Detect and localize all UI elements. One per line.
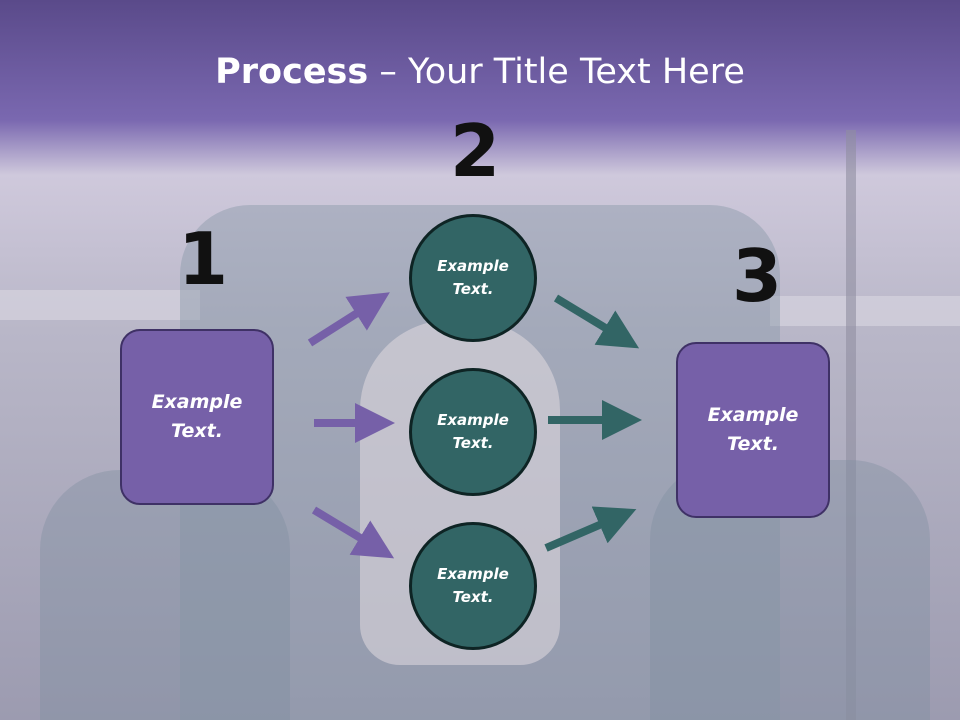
- arrow-bottom-to-right: [544, 506, 637, 552]
- process-circle-bottom: Example Text.: [409, 522, 537, 650]
- title-rest: – Your Title Text Here: [368, 52, 745, 92]
- process-circle-top-label: Example Text.: [437, 257, 509, 298]
- step-number-1: 1: [178, 217, 229, 301]
- step-number-3: 3: [732, 234, 783, 318]
- background-wall-trim-left: [0, 290, 200, 320]
- input-box-label: Example Text.: [151, 391, 243, 442]
- step-number-2: 2: [450, 109, 501, 193]
- arrow-top-to-right: [553, 294, 640, 349]
- input-box: Example Text.: [120, 329, 274, 505]
- title-strong: Process: [215, 52, 369, 92]
- arrow-left-to-top: [307, 292, 390, 347]
- output-box-label: Example Text.: [707, 404, 799, 455]
- output-box: Example Text.: [676, 342, 830, 518]
- arrow-left-to-bottom: [311, 506, 395, 559]
- process-circle-top: Example Text.: [409, 214, 537, 342]
- process-circle-bottom-label: Example Text.: [437, 565, 509, 606]
- slide-title: Process – Your Title Text Here: [0, 52, 960, 92]
- background-lamp-pole: [846, 130, 856, 720]
- process-circle-middle: Example Text.: [409, 368, 537, 496]
- background-armchair-arm-left: [40, 470, 290, 720]
- background-wall-trim-right: [770, 296, 960, 326]
- process-circle-middle-label: Example Text.: [437, 411, 509, 452]
